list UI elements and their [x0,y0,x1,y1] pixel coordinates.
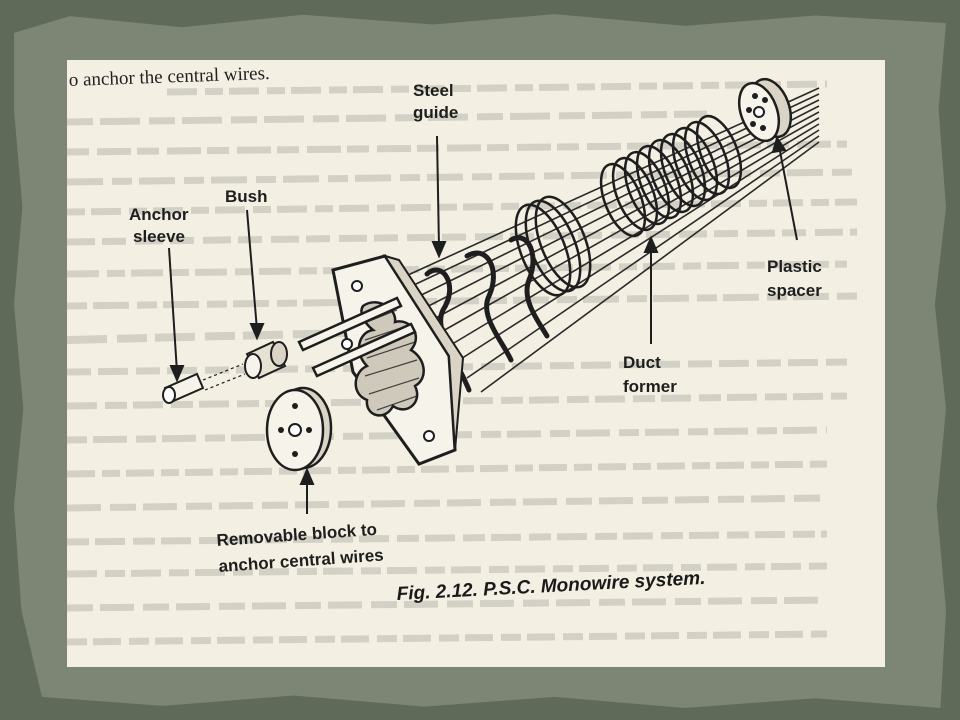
removable-block [265,386,333,472]
central-wire-rods [297,296,417,378]
duct-former-front [514,195,592,297]
plastic-spacer [737,77,793,143]
label-duct-former-line1: Duct [623,353,661,372]
label-steel-guide-line2: guide [413,103,458,122]
anchor-plate [331,254,465,466]
label-bush: Bush [225,187,268,206]
duct-former [599,114,743,238]
psc-monowire-diagram: o anchor the central wires. [67,63,858,646]
wire-bundle [396,87,820,393]
background-top-line: o anchor the central wires. [68,63,270,91]
label-anchor-sleeve-line1: Anchor [129,205,189,224]
label-plastic-spacer-line2: spacer [767,281,822,300]
label-steel-guide-line1: Steel [413,81,454,100]
label-duct-former-line2: former [623,377,677,396]
label-plastic-spacer-line1: Plastic [767,257,822,276]
label-anchor-sleeve-line2: sleeve [133,227,185,246]
bush [244,340,288,380]
label-arrows [168,135,798,514]
label-removable-block-line1: Removable block to [216,520,378,550]
scanned-page: o anchor the central wires. [67,60,885,667]
anchor-sleeve [162,363,246,404]
